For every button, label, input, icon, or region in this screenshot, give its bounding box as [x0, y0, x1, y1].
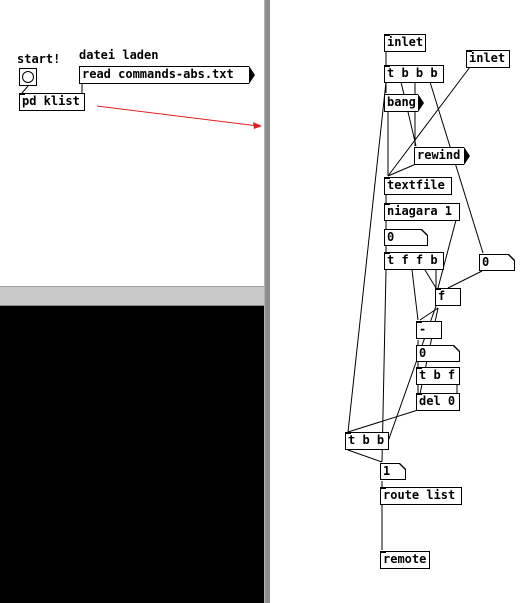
start-comment: start! [17, 52, 61, 66]
delay-object[interactable]: del 0 [416, 393, 460, 411]
trigger-tbbb-object[interactable]: t b b b [384, 65, 444, 83]
start-bang-button[interactable] [19, 68, 37, 86]
red-connector-line [96, 105, 259, 127]
load-comment: datei laden [79, 48, 159, 62]
left-patch-canvas[interactable]: start! datei laden read commands-abs.txt… [0, 0, 264, 286]
pd-klist-object[interactable]: pd klist [19, 93, 85, 111]
bang-message[interactable]: bang [384, 94, 424, 112]
bang-circle-icon [22, 71, 34, 83]
read-commands-message[interactable]: read commands-abs.txt [79, 66, 255, 84]
rewind-message[interactable]: rewind [414, 147, 470, 165]
inlet-object-1[interactable]: inlet [384, 34, 426, 52]
red-arrow-icon [253, 122, 262, 129]
right-patch-canvas[interactable]: inlet inlet t b b b bang rewind textfile… [270, 0, 531, 603]
read-commands-label: read commands-abs.txt [82, 67, 234, 81]
number-box-c[interactable]: 0 [417, 346, 459, 361]
vertical-splitter[interactable] [264, 0, 270, 603]
remote-object[interactable]: remote [380, 551, 430, 569]
rewind-message-label: rewind [417, 148, 461, 162]
right-patch-wires [347, 52, 484, 550]
trigger-tbb-object[interactable]: t b b [345, 432, 389, 450]
left-pane-scrollbar[interactable] [0, 286, 264, 306]
minus-object[interactable]: - [416, 321, 442, 339]
niagara-object[interactable]: niagara 1 [384, 203, 460, 221]
one-message[interactable]: 1 [381, 464, 405, 479]
route-list-object[interactable]: route list [380, 487, 462, 505]
trigger-tffb-object[interactable]: t f f b [384, 252, 444, 270]
inlet-object-2[interactable]: inlet [466, 50, 510, 68]
bang-message-label: bang [387, 95, 416, 109]
textfile-object[interactable]: textfile [384, 177, 452, 195]
number-box-b[interactable]: 0 [480, 255, 514, 270]
console-pane [0, 306, 264, 603]
trigger-tbf-object[interactable]: t b f [416, 367, 460, 385]
number-box-a[interactable]: 0 [385, 230, 427, 245]
left-patch-wires [21, 84, 262, 129]
float-object[interactable]: f [435, 288, 461, 306]
